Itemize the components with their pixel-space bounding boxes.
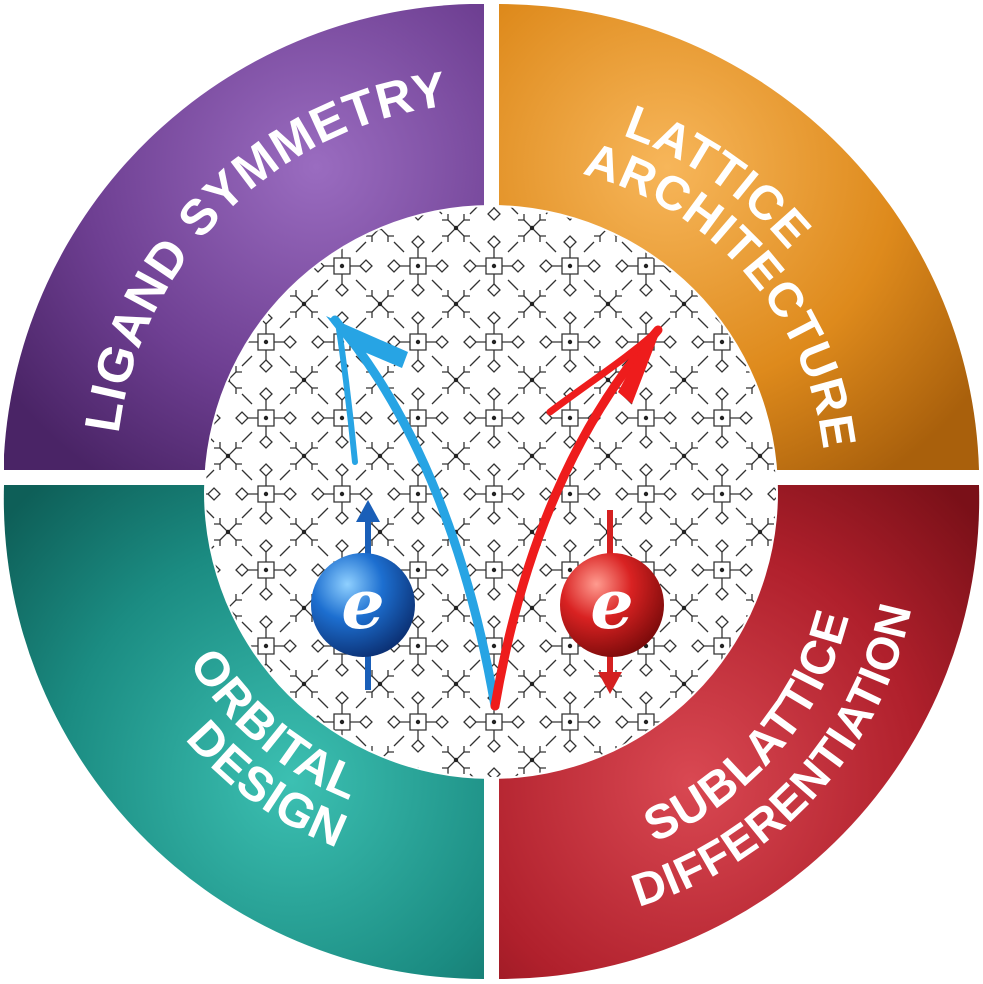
spin-down-electron: e: [560, 510, 664, 694]
svg-text:e: e: [590, 565, 633, 645]
spin-down-arrow-icon: [598, 672, 622, 694]
red-trajectory-arrow: [490, 325, 663, 711]
svg-text:e: e: [341, 565, 384, 645]
blue-trajectory-arrow: [326, 315, 500, 711]
spin-up-electron: e: [311, 500, 415, 690]
spin-up-arrow-icon: [356, 500, 380, 522]
